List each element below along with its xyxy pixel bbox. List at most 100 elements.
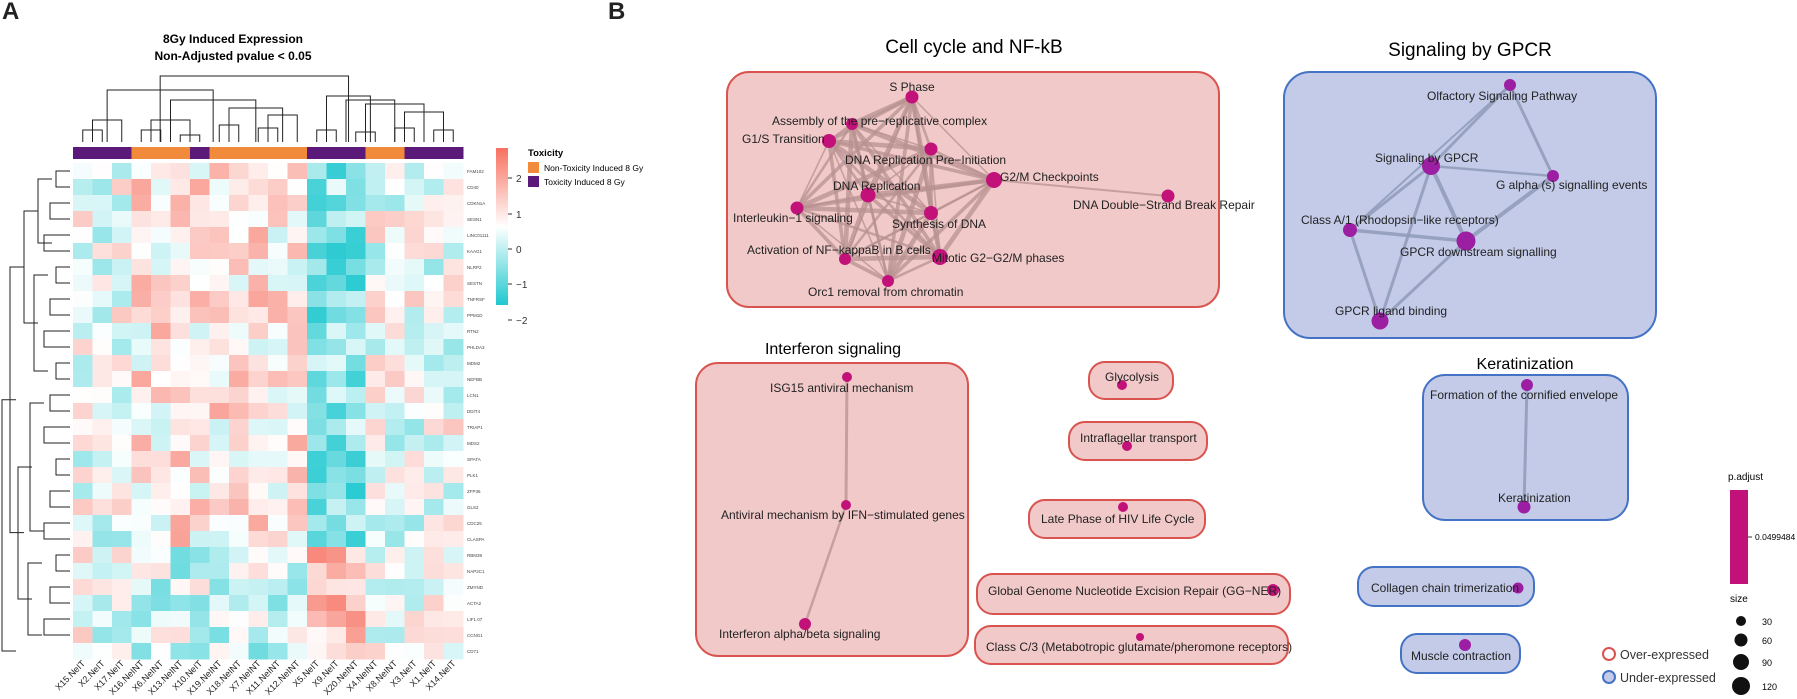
heatmap-cell (209, 435, 230, 452)
heatmap-cell (209, 563, 230, 580)
gene-label: NEFBB (467, 377, 482, 382)
scale-tick-label: 1 (516, 210, 522, 221)
heatmap-cell (190, 547, 210, 564)
heatmap-cell (229, 323, 249, 340)
heatmap-cell (385, 387, 405, 404)
heatmap-cell (229, 547, 249, 564)
heatmap-cell (151, 371, 171, 388)
heatmap-cell (268, 227, 288, 244)
scale-tick-label: 2 (516, 174, 522, 185)
annotation-cell (209, 147, 230, 159)
network-node-g2m (986, 172, 1002, 188)
network-node-ligand (1371, 312, 1389, 330)
gene-label: DDIT4 (467, 409, 480, 414)
heatmap-cell (346, 387, 366, 404)
heatmap-cell (404, 435, 425, 452)
heatmap-cell (326, 291, 347, 308)
heatmap-cell (131, 387, 152, 404)
heatmap-cell (385, 227, 405, 244)
heatmap-cell (326, 563, 347, 580)
heatmap-cell (443, 195, 464, 212)
heatmap-cell (346, 195, 366, 212)
heatmap-cell (73, 563, 93, 580)
annotation-cell (190, 147, 210, 159)
heatmap-cell (92, 515, 113, 532)
heatmap-cell (131, 627, 152, 644)
heatmap-cell (443, 499, 464, 516)
group-title-interferon: Interferon signaling (765, 341, 901, 358)
network-node-label-ligand: GPCR ligand binding (1335, 304, 1447, 318)
gene-label: ZMYND (467, 585, 484, 590)
heatmap-cell (424, 323, 444, 340)
heatmap-cell (170, 387, 191, 404)
heatmap-cell (326, 467, 347, 484)
heatmap-cell (346, 451, 366, 468)
heatmap-cell (287, 227, 308, 244)
heatmap-cell (112, 291, 132, 308)
heatmap-cell (131, 163, 152, 180)
network-edge (1430, 164, 1554, 178)
heatmap-cell (209, 531, 230, 548)
node-box-intraflag (1068, 421, 1208, 461)
network-node-label-keratin: Keratinization (1498, 491, 1571, 505)
heatmap-cell (404, 275, 425, 292)
heatmap-cell (190, 611, 210, 628)
gene-label: SPATA (467, 457, 481, 462)
size-legend-dot-60 (1734, 633, 1748, 647)
heatmap-cell (248, 291, 269, 308)
heatmap-cell (248, 371, 269, 388)
gene-label: CDKN1A (467, 201, 485, 206)
heatmap-cell (424, 227, 444, 244)
heatmap-cell (404, 515, 425, 532)
network-node-label-il1: Interleukin−1 signaling (733, 211, 853, 225)
heatmap-cell (151, 227, 171, 244)
network-edge (828, 95, 913, 143)
network-node-label-galpha: G alpha (s) signalling events (1496, 178, 1647, 192)
network-edge (930, 148, 941, 258)
heatmap-cell (170, 595, 191, 612)
node-box-classC (974, 625, 1289, 665)
network-node-classC (1136, 633, 1144, 641)
heatmap-cell (73, 435, 93, 452)
heatmap-cell (307, 259, 327, 276)
network-edge (828, 139, 995, 182)
heatmap-cell (346, 483, 366, 500)
heatmap-cell (268, 355, 288, 372)
heatmap-cell (229, 355, 249, 372)
heatmap-cell (131, 419, 152, 436)
heatmap-cell (326, 259, 347, 276)
network-node-hiv (1118, 502, 1128, 512)
heatmap-cell (287, 451, 308, 468)
heatmap-cell (209, 467, 230, 484)
heatmap-cell (92, 195, 113, 212)
scale-tick-label: −2 (516, 316, 528, 327)
network-node-label-dnarepini: DNA Replication Pre−Initiation (845, 153, 1006, 167)
heatmap-cell (248, 563, 269, 580)
network-node-label-ggner: Global Genome Nucleotide Excision Repair… (988, 584, 1281, 598)
heatmap-cell (287, 371, 308, 388)
heatmap-cell (326, 355, 347, 372)
heatmap-cell (151, 355, 171, 372)
heatmap-cell (151, 579, 171, 596)
heatmap-cell (404, 259, 425, 276)
network-edge (795, 95, 914, 210)
heatmap-cell (268, 595, 288, 612)
heatmap-cell (229, 275, 249, 292)
heatmap-cell (131, 291, 152, 308)
heatmap-cell (307, 291, 327, 308)
heatmap-cell (151, 627, 171, 644)
network-node-label-collagen: Collagen chain trimerization (1371, 581, 1519, 595)
heatmap-cell (131, 547, 152, 564)
heatmap-cell (287, 403, 308, 420)
network-node-label-glycolysis: Glycolysis (1105, 370, 1159, 384)
heatmap-cell (131, 435, 152, 452)
heatmap-cell (346, 515, 366, 532)
heatmap-cell (131, 275, 152, 292)
heatmap-cell (209, 371, 230, 388)
network-node-label-synth: Synthesis of DNA (892, 217, 986, 231)
heatmap-cell (346, 227, 366, 244)
heatmap-cell (190, 515, 210, 532)
heatmap-cell (424, 419, 444, 436)
heatmap-cell (404, 595, 425, 612)
heatmap-cell (326, 211, 347, 228)
